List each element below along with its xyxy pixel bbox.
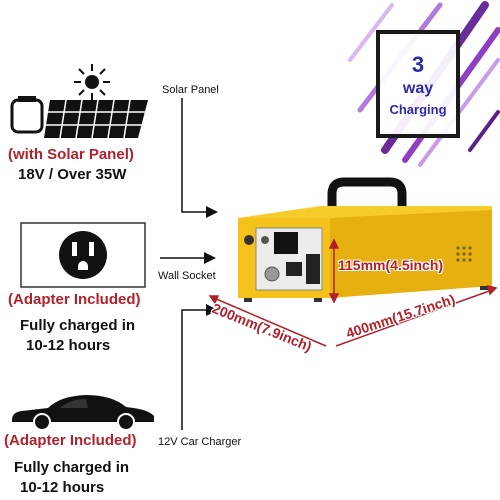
wall-note: (Adapter Included)	[8, 291, 141, 308]
badge-line2: Charging	[389, 102, 447, 117]
solar-label: Solar Panel	[162, 84, 219, 96]
solar-spec: 18V / Over 35W	[18, 166, 127, 183]
solar-note: (with Solar Panel)	[8, 146, 134, 163]
car-label: 12V Car Charger	[158, 436, 242, 448]
car-desc-line1: Fully charged in	[14, 459, 130, 476]
wall-desc-line2: 10-12 hours	[26, 337, 111, 354]
car-icon	[12, 395, 154, 431]
sun-icon	[74, 64, 110, 100]
car-note: (Adapter Included)	[4, 432, 137, 449]
height-dimension: 115mm(4.5inch)	[338, 257, 444, 273]
solar-panel-icon	[10, 96, 148, 139]
wall-desc-line1: Fully charged in	[20, 317, 136, 334]
charging-badge: 3 way Charging	[376, 30, 460, 138]
power-station-image	[238, 177, 492, 302]
badge-number: 3	[411, 52, 425, 77]
wall-label: Wall Socket	[158, 270, 216, 282]
wall-outlet-icon	[20, 222, 146, 288]
car-desc-line2: 10-12 hours	[20, 479, 105, 496]
badge-line1: way	[402, 80, 434, 97]
